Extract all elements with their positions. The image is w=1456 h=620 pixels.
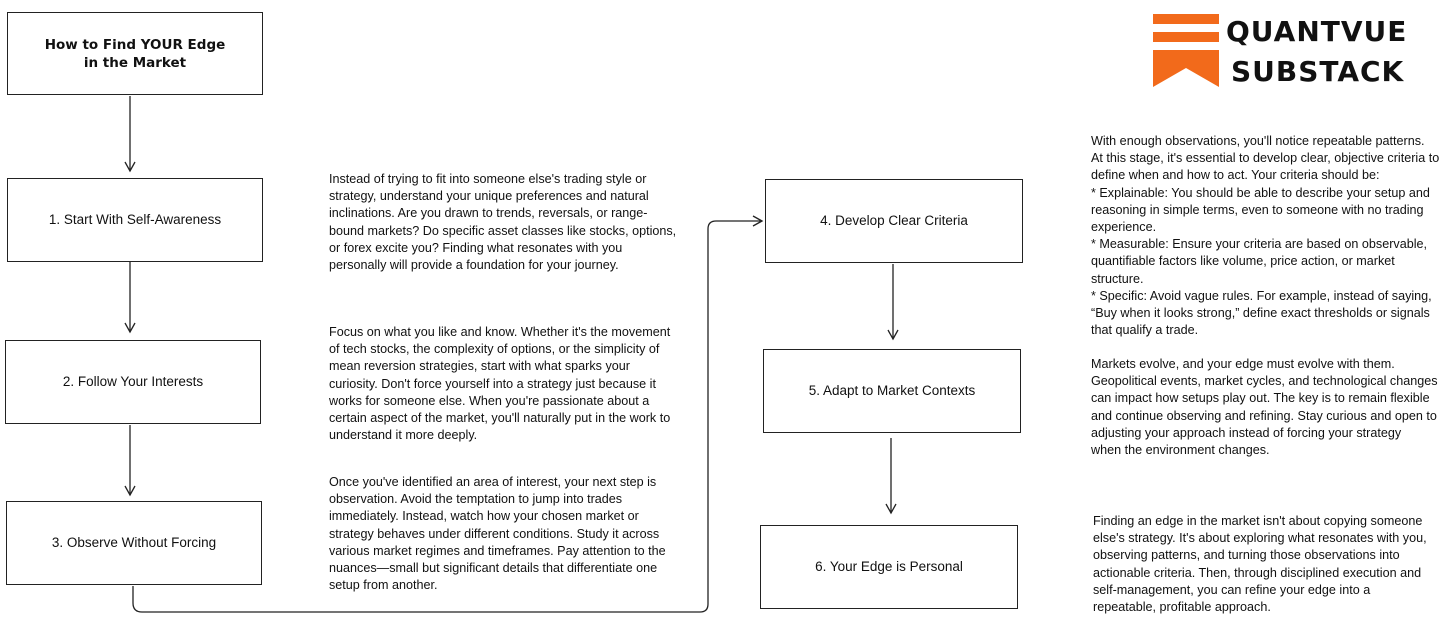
step-label-5: 5. Adapt to Market Contexts — [808, 383, 976, 398]
diagram-title-box: How to Find YOUR Edge in the Market — [7, 12, 263, 95]
step-label-1: 1. Start With Self-Awareness — [48, 212, 222, 227]
step-description-3: Once you've identified an area of intere… — [329, 475, 666, 593]
diagram-title: How to Find YOUR Edge in the Market — [44, 36, 226, 71]
step-box-2: 2. Follow Your Interests — [5, 340, 261, 424]
step-label-4: 4. Develop Clear Criteria — [820, 213, 968, 228]
arrow-step3-to-step4 — [132, 215, 764, 613]
step-description-5: Markets evolve, and your edge must evolv… — [1091, 357, 1438, 458]
step-box-1: 1. Start With Self-Awareness — [7, 178, 263, 262]
step-description-2: Focus on what you like and know. Whether… — [329, 325, 671, 443]
bookmark-logo-icon — [1153, 14, 1219, 87]
step-label-2: 2. Follow Your Interests — [62, 374, 204, 389]
step-box-4: 4. Develop Clear Criteria — [765, 179, 1023, 263]
step-box-3: 3. Observe Without Forcing — [6, 501, 262, 585]
step-label-3: 3. Observe Without Forcing — [51, 535, 217, 550]
step-label-6: 6. Your Edge is Personal — [815, 559, 963, 574]
logo-text-line2: SUBSTACK — [1231, 55, 1405, 88]
step-box-5: 5. Adapt to Market Contexts — [763, 349, 1021, 433]
step-box-6: 6. Your Edge is Personal — [760, 525, 1018, 609]
step-description-4: With enough observations, you'll notice … — [1091, 134, 1440, 338]
step-description-6: Finding an edge in the market isn't abou… — [1093, 514, 1427, 615]
logo-text-line1: QUANTVUE — [1226, 15, 1408, 48]
step-description-1: Instead of trying to fit into someone el… — [329, 172, 677, 273]
